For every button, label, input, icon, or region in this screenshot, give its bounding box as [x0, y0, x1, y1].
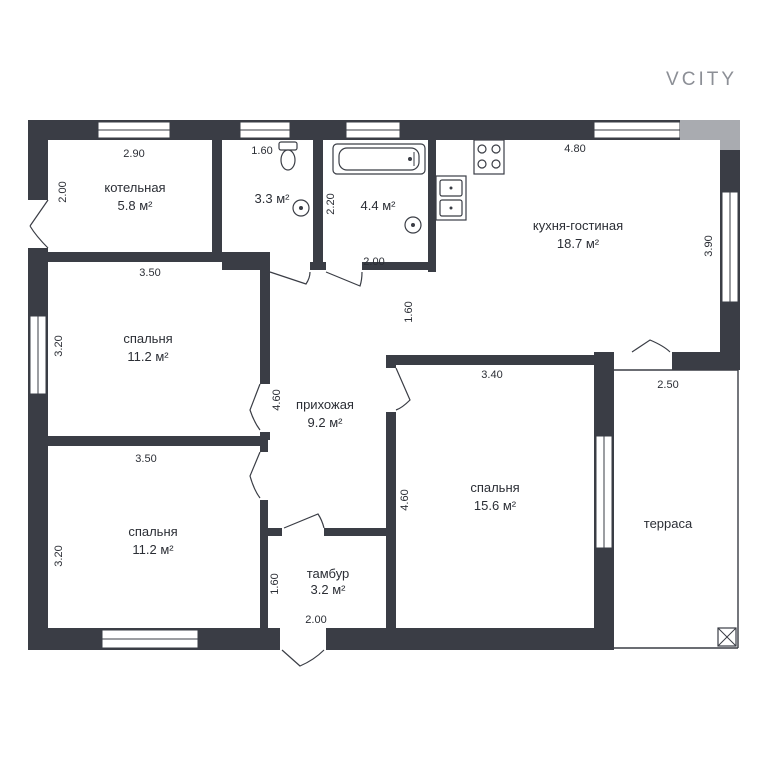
dim-kitchen-passage: 1.60 [403, 301, 415, 322]
bath-sink-icon [404, 216, 422, 234]
doors [29, 199, 671, 667]
room-labels: котельная 5.8 м² 3.3 м² 4.4 м² кухня-гос… [104, 180, 693, 597]
dim-bedroom2-width: 3.50 [135, 453, 156, 465]
kitchen-sink-icon [435, 175, 467, 221]
sink-icon [292, 199, 310, 217]
room-area-kitchen: 18.7 м² [557, 236, 600, 251]
dim-hall-height: 4.60 [271, 389, 283, 410]
room-area-hall: 9.2 м² [308, 415, 344, 430]
dim-kitchen-height: 3.90 [703, 235, 715, 256]
dim-bath-width: 2.00 [363, 256, 384, 268]
dim-boiler-width: 2.90 [123, 148, 144, 160]
room-area-bedroom1: 11.2 м² [127, 349, 169, 364]
room-area-boiler: 5.8 м² [118, 198, 154, 213]
room-area-bedroom3: 15.6 м² [474, 498, 517, 513]
room-name-bedroom2: спальня [128, 524, 177, 539]
dim-terrace-width: 2.50 [657, 379, 678, 391]
room-name-bedroom3: спальня [470, 480, 519, 495]
dim-bedroom1-height: 3.20 [53, 335, 65, 356]
room-name-hall: прихожая [296, 397, 354, 412]
dim-vestibule-height: 1.60 [269, 573, 281, 594]
fixtures [278, 139, 505, 234]
dim-boiler-height: 2.00 [57, 181, 69, 202]
dim-bedroom2-height: 3.20 [53, 545, 65, 566]
interior-walls [28, 120, 606, 630]
room-name-bedroom1: спальня [123, 331, 172, 346]
door-gaps [25, 200, 672, 653]
dim-bedroom1-width: 3.50 [139, 267, 160, 279]
terrace-outline [614, 369, 739, 649]
dim-bedroom3-height: 4.60 [399, 489, 411, 510]
room-area-bath: 4.4 м² [361, 198, 397, 213]
dimension-labels: 2.90 2.00 1.60 2.20 2.00 4.80 3.90 1.60 … [53, 143, 715, 626]
dim-vestibule-width: 2.00 [305, 614, 326, 626]
room-name-terrace: терраса [644, 516, 693, 531]
stove-icon [473, 139, 505, 175]
windows [29, 120, 740, 649]
dim-kitchen-width: 4.80 [564, 143, 585, 155]
toilet-icon [278, 141, 298, 171]
dim-bath-height: 2.20 [325, 193, 337, 214]
dim-wc-width: 1.60 [251, 145, 272, 157]
room-area-vestibule: 3.2 м² [311, 582, 347, 597]
dim-bedroom3-width: 3.40 [481, 369, 502, 381]
room-area-bedroom2: 11.2 м² [132, 542, 174, 557]
room-area-wc: 3.3 м² [255, 191, 291, 206]
room-name-kitchen: кухня-гостиная [533, 218, 623, 233]
vcity-logo: VCITY [666, 69, 737, 90]
room-name-boiler: котельная [104, 180, 165, 195]
bathtub-icon [332, 143, 426, 175]
room-name-vestibule: тамбур [307, 566, 350, 581]
